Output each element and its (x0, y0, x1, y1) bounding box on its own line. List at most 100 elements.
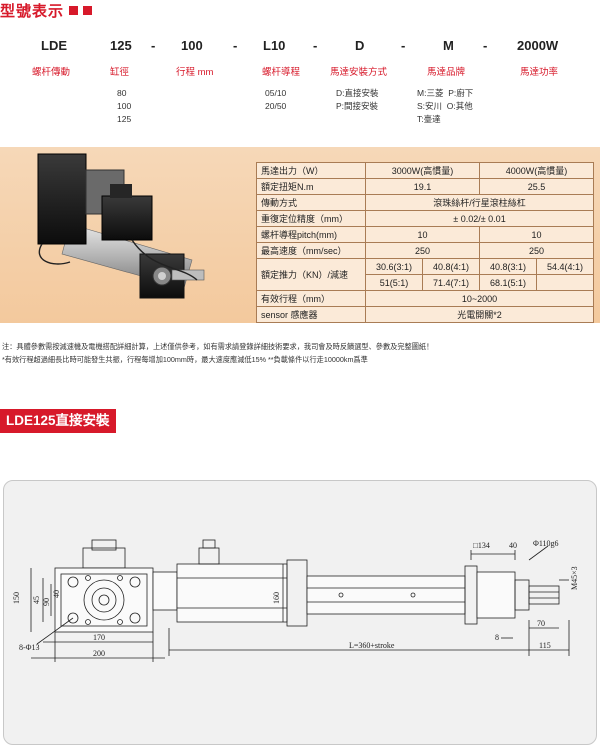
bore-options: 80 100 125 (117, 87, 131, 126)
spec-value: 40.8(4:1) (422, 258, 480, 275)
code-lead: L10 (263, 38, 286, 53)
mount-options: D:直接安裝 P:間接安裝 (336, 87, 379, 113)
spec-label: 有效行程（mm） (256, 290, 366, 307)
spec-row: 有效行程（mm） 10~2000 (256, 290, 594, 307)
dim-45: 45 (32, 596, 41, 604)
dim-150: 150 (12, 592, 21, 604)
label-lead: 螺杆導程 (262, 67, 301, 78)
brand-option: S:安川 (417, 101, 443, 111)
spec-label: 螺杆導程pitch(mm) (256, 226, 366, 243)
code-separator: - (313, 38, 318, 53)
lead-option: 05/10 (265, 88, 287, 98)
flange-top-boss (82, 547, 126, 569)
dim-160: 160 (272, 592, 281, 604)
dimension-drawing: 150 170 200 8-Φ13 45 90 40 (12, 539, 579, 662)
spec-label: 重復定位精度（mm） (256, 210, 366, 227)
label-power: 馬達功率 (520, 67, 559, 78)
dim-length-stroke: L=360+stroke (349, 641, 395, 650)
dim-square-134: □134 (473, 541, 490, 550)
spec-value: 光電開關*2 (365, 306, 594, 323)
label-screw-drive: 螺杆傳動 (32, 67, 71, 78)
spec-row: sensor 感應器 光電開關*2 (256, 306, 594, 323)
dim-40: 40 (52, 590, 61, 598)
spec-value: 54.4(4:1) (536, 258, 594, 275)
spec-label: 額定推力（KN）/減速 (256, 258, 366, 291)
spec-value: 25.5 (479, 178, 594, 195)
square-bullet-icon (69, 6, 79, 15)
spec-row: 51(5:1) 71.4(7:1) 68.1(5:1) (257, 274, 594, 291)
code-bore: 125 (110, 38, 132, 53)
code-ldE: LDE (41, 38, 67, 53)
spec-row: 額定扭矩N.m 19.1 25.5 (256, 178, 594, 195)
code-stroke: 100 (181, 38, 203, 53)
spec-row: 重復定位精度（mm） ± 0.02/± 0.01 (256, 210, 594, 227)
code-separator: - (401, 38, 406, 53)
dim-m45: M45×3 (570, 566, 579, 590)
dim-90: 90 (42, 598, 51, 606)
label-brand: 馬達品牌 (427, 67, 466, 78)
spec-label: 馬達出力（W） (256, 162, 366, 179)
spec-value: 30.6(3:1) (365, 258, 423, 275)
code-mount: D (355, 38, 365, 53)
spec-value: 10~2000 (365, 290, 594, 307)
lead-option: 20/50 (265, 101, 287, 111)
spec-value: 滾珠絲杆/行星滾柱絲杠 (365, 194, 594, 211)
bore-option: 125 (117, 114, 132, 124)
spec-value: 19.1 (365, 178, 480, 195)
bore-option: 80 (117, 88, 127, 98)
label-mount: 馬達安裝方式 (330, 67, 388, 78)
section-header-title: 型號表示 (0, 0, 93, 21)
code-separator: - (151, 38, 156, 53)
note-line: 注：具體參數需按減速機及電機搭配詳細計算，上述僅供參考，如有需求請登錄詳細技術要… (2, 342, 434, 351)
spec-value: ± 0.02/± 0.01 (365, 210, 594, 227)
spec-value: 3000W(高慣量) (365, 162, 480, 179)
square-bullet-icon (83, 6, 93, 15)
spec-value: 250 (365, 242, 480, 259)
spec-row: 最高速度（mm/sec） 250 250 (256, 242, 594, 259)
spec-label: 傳動方式 (256, 194, 366, 211)
spec-value: 10 (479, 226, 594, 243)
spec-label: sensor 感應器 (256, 306, 366, 323)
spec-row: 馬達出力（W） 3000W(高慣量) 4000W(高慣量) (256, 162, 594, 179)
dim-115: 115 (539, 641, 551, 650)
brand-option: T:臺達 (417, 114, 441, 124)
code-power: 2000W (517, 38, 559, 53)
spec-row: 螺杆導程pitch(mm) 10 10 (256, 226, 594, 243)
spec-value: 71.4(7:1) (422, 274, 480, 291)
section-title: LDE125直接安裝 (0, 409, 116, 433)
spec-value: 68.1(5:1) (479, 274, 537, 291)
note-line: *有效行程超過細長比時可能發生共振，行程每增加100mm時，最大速度應減低15%… (2, 355, 368, 364)
mount-option: P:間接安裝 (336, 101, 379, 111)
dim-phi110: Φ110g6 (533, 539, 559, 548)
lead-options: 05/10 20/50 (265, 87, 286, 113)
code-separator: - (483, 38, 488, 53)
dim-170: 170 (93, 633, 105, 642)
spec-label: 額定扭矩N.m (256, 178, 366, 195)
label-bore: 缸徑 (110, 67, 130, 78)
header-title-text: 型號表示 (0, 3, 65, 20)
brand-option: O:其他 (446, 101, 473, 111)
spec-value: 10 (365, 226, 480, 243)
dim-8: 8 (495, 633, 499, 642)
dim-8-holes: 8-Φ13 (19, 643, 40, 652)
spec-value: 51(5:1) (365, 274, 423, 291)
dim-200: 200 (93, 649, 105, 658)
code-brand: M (443, 38, 454, 53)
actuator-product-image (37, 153, 205, 299)
label-stroke: 行程 mm (176, 67, 214, 78)
brand-option: P:廚下 (448, 88, 474, 98)
spec-row: 額定推力（KN）/減速 30.6(3:1) 40.8(4:1) 40.8(3:1… (256, 258, 594, 291)
dim-40-right: 40 (509, 541, 517, 550)
spec-value: 40.8(3:1) (479, 258, 537, 275)
spec-table: 馬達出力（W） 3000W(高慣量) 4000W(高慣量) 額定扭矩N.m 19… (256, 162, 594, 323)
code-separator: - (233, 38, 238, 53)
dim-70: 70 (537, 619, 545, 628)
bore-option: 100 (117, 101, 132, 111)
brand-options: M:三菱 P:廚下 S:安川 O:其他 T:臺達 (417, 87, 497, 126)
spec-value: 250 (479, 242, 594, 259)
spec-label: 最高速度（mm/sec） (256, 242, 366, 259)
spec-value-empty (536, 274, 594, 291)
mount-option: D:直接安裝 (336, 88, 379, 98)
spec-value: 4000W(高慣量) (479, 162, 594, 179)
brand-option: M:三菱 (417, 88, 444, 98)
